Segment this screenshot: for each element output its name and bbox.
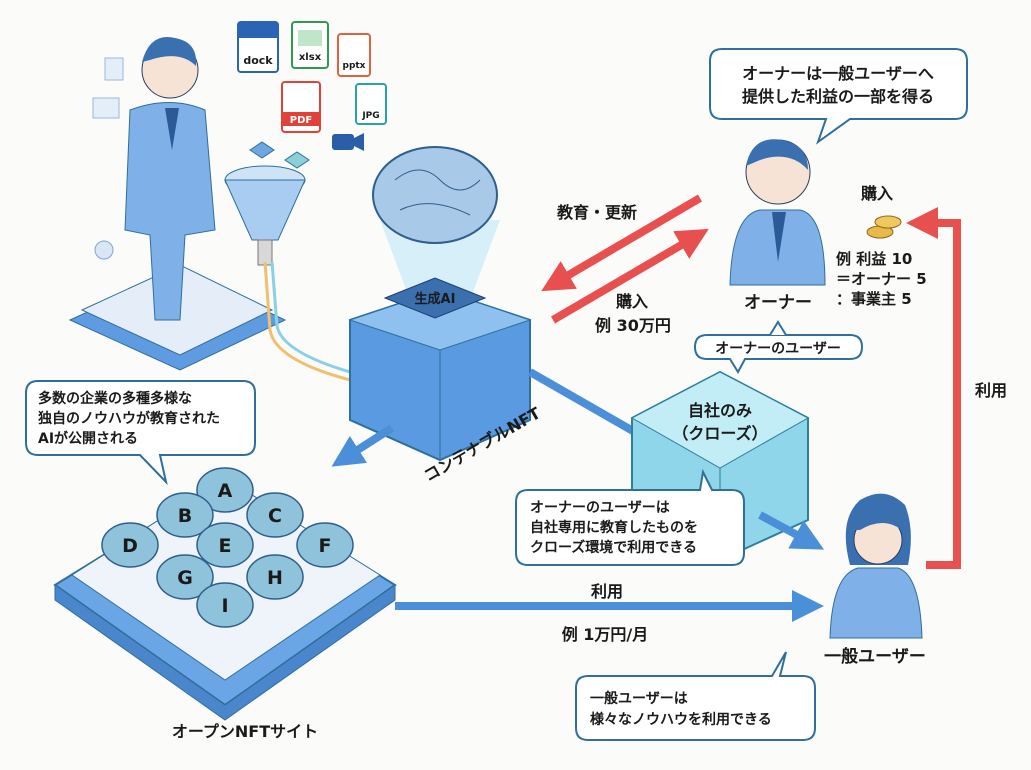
brain-label: H — [267, 567, 283, 589]
open-bubble-line: 独自のノウハウが教育された — [38, 410, 220, 427]
cube-connector — [528, 368, 642, 439]
docx-file-icon: dock — [237, 21, 279, 73]
businessman-figure — [124, 37, 216, 321]
closed-bubble-line: 自社専用に教育したものを — [530, 519, 698, 536]
ai-chip-label: 生成AI — [415, 291, 456, 307]
owner-bubble-line: 提供した利益の一部を得る — [742, 87, 934, 106]
closed-cube-line: 自社のみ — [688, 401, 752, 420]
brain-f: F — [296, 522, 354, 568]
brain-label: G — [177, 567, 193, 589]
generative-ai-cube: 生成AI コンテナブルNFT — [348, 146, 544, 485]
owner-bubble-line: オーナーは一般ユーザーへ — [742, 64, 934, 83]
brain-label: F — [319, 535, 332, 557]
brain-icon — [246, 492, 304, 538]
open-site-label: オープンNFTサイト — [172, 722, 318, 741]
pdf-label: PDF — [290, 115, 312, 126]
brain-label: B — [178, 505, 192, 527]
brain-icon — [156, 492, 214, 538]
pptx-file-icon: pptx — [337, 33, 371, 77]
general-user-bubble-line: 様々なノウハウを利用できる — [590, 711, 772, 728]
funnel-icon — [224, 141, 351, 382]
brain-icon — [296, 522, 354, 568]
closed-bubble-line: オーナーのユーザーは — [530, 500, 670, 516]
brain-icon — [196, 467, 254, 513]
video-camera-icon — [332, 133, 364, 151]
docx-label: dock — [243, 54, 273, 67]
profit-line: 例 利益 10 — [836, 250, 912, 268]
file-icons: dock xlsx pptx PDF JPG — [92, 21, 387, 260]
gear-icon — [94, 240, 114, 260]
xlsx-label: xlsx — [299, 52, 322, 63]
brain-icon — [156, 554, 214, 600]
brain-c: C — [246, 492, 304, 538]
profit-line: ＝オーナー 5 — [836, 270, 927, 288]
brain-a: A — [196, 467, 254, 513]
brain-grid: A B C D E F G H I — [101, 467, 354, 628]
brain-label: C — [268, 505, 282, 527]
closed-to-user-arrow — [758, 511, 825, 550]
purchase-label: 購入 — [615, 292, 648, 311]
open-site-speech-bubble: 多数の企業の多種多様な 独自のノウハウが教育された AIが公開される — [25, 380, 256, 486]
profit-purchase-label: 購入 — [860, 184, 893, 203]
education-arrow — [541, 194, 703, 292]
usage-right-label: 利用 — [975, 381, 1007, 400]
closed-speech-bubble: オーナーのユーザーは 自社専用に教育したものを クローズ環境で利用できる — [515, 468, 745, 566]
brain-label: A — [218, 480, 233, 502]
usage-return-arrow — [906, 207, 961, 569]
brain-icon — [372, 146, 498, 244]
brain-h: H — [246, 554, 304, 600]
brain-g: G — [156, 554, 214, 600]
general-user-speech-bubble: 一般ユーザーは 様々なノウハウを利用できる — [575, 651, 816, 741]
open-bubble-line: AIが公開される — [38, 430, 138, 447]
purchase-example: 例 30万円 — [595, 316, 671, 335]
brain-icon — [101, 522, 159, 568]
brain-label: E — [219, 535, 232, 557]
owner-users-bubble: オーナーのユーザー — [693, 320, 864, 375]
brain-icon — [196, 522, 254, 568]
to-open-site-arrow — [331, 424, 395, 467]
monitor-icon — [92, 97, 120, 119]
open-bubble-line: 多数の企業の多種多様な — [38, 390, 192, 407]
general-user-bubble-line: 一般ユーザーは — [590, 690, 688, 707]
owner-label: オーナー — [744, 293, 812, 313]
owner-users-label: オーナーのユーザー — [715, 341, 841, 357]
coins-icon — [866, 215, 902, 239]
general-user-label: 一般ユーザー — [824, 646, 926, 667]
brain-icon — [196, 582, 254, 628]
brain-e: E — [196, 522, 254, 568]
brain-label: D — [122, 535, 138, 557]
brain-i: I — [196, 582, 254, 628]
brain-icon — [246, 554, 304, 600]
profit-line: ：事業主 5 — [836, 290, 912, 308]
closed-bubble-line: クローズ環境で利用できる — [530, 539, 697, 556]
jpg-label: JPG — [361, 111, 379, 121]
usage-label: 利用 — [591, 582, 623, 601]
brain-b: B — [156, 492, 214, 538]
ai-chip — [383, 277, 487, 319]
usage-example: 例 1万円/月 — [562, 625, 649, 644]
closed-cube-line: （クローズ） — [672, 424, 767, 443]
jpg-file-icon: JPG — [355, 83, 387, 125]
purchase-arrow — [550, 228, 709, 324]
pdf-file-icon: PDF — [281, 81, 321, 133]
brain-d: D — [101, 522, 159, 568]
pptx-label: pptx — [343, 61, 366, 71]
document-icon — [104, 57, 124, 81]
owner-speech-bubble: オーナーは一般ユーザーへ 提供した利益の一部を得る — [709, 48, 968, 145]
general-user-figure — [829, 493, 923, 639]
brain-label: I — [221, 595, 228, 617]
owner-figure — [729, 139, 826, 286]
education-label: 教育・更新 — [557, 203, 637, 222]
xlsx-file-icon: xlsx — [291, 21, 329, 69]
